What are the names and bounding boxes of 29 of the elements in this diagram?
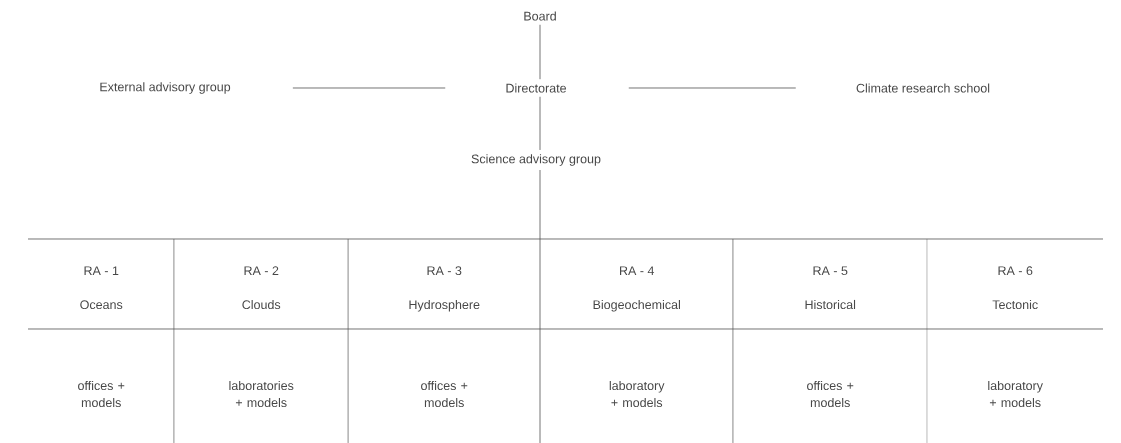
unit-label: Directorate <box>506 83 566 93</box>
connector-line <box>628 87 797 89</box>
unit-label: External advisory group <box>100 82 231 94</box>
column-heading: RA - 6 <box>998 266 1033 276</box>
connector-line <box>292 87 446 89</box>
unit-label: Board <box>524 11 556 21</box>
cell-text: offices + models <box>78 380 125 408</box>
column-title: Oceans <box>80 300 123 310</box>
unit-label: Climate research school <box>856 83 990 93</box>
connector-line <box>539 24 541 80</box>
column-heading: RA - 4 <box>620 266 655 275</box>
cell-text: laboratory + models <box>988 380 1043 408</box>
cell-text: laboratory + models <box>609 380 665 408</box>
column-heading: RA - 2 <box>244 266 279 275</box>
table <box>27 238 1104 443</box>
column-title: Clouds <box>242 299 281 310</box>
cell-text: offices + models <box>421 380 468 408</box>
column-heading: RA - 5 <box>813 266 848 276</box>
connector-line <box>539 96 541 151</box>
column-title: Hydrosphere <box>409 299 480 312</box>
cell-text: offices + models <box>807 380 854 408</box>
cell-text: laboratories + models <box>229 380 294 408</box>
unit-label: Science advisory group <box>471 154 601 166</box>
column-title: Historical <box>805 299 856 310</box>
connector-line <box>539 169 541 240</box>
column-title: Biogeochemical <box>593 299 680 312</box>
column-heading: RA - 1 <box>84 266 119 275</box>
column-title: Tectonic <box>992 299 1038 310</box>
column-heading: RA - 3 <box>427 266 462 276</box>
